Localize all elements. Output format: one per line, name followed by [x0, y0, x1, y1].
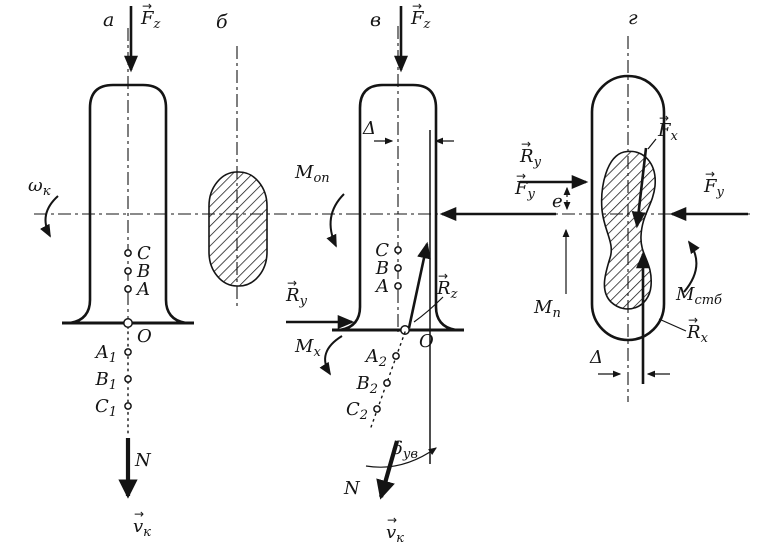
- label-point-b1: B1: [94, 369, 117, 393]
- panel-a-letter: а: [103, 9, 114, 31]
- label-delta-offset: Δ: [589, 347, 603, 368]
- label-origin-o: O: [137, 326, 152, 347]
- label-vk: vк: [386, 522, 404, 546]
- label-point-a1: A1: [94, 342, 117, 366]
- panel-g: г Fx → Ry → e Fy → Mп Mстб Rx → Δ: [519, 7, 748, 402]
- label-rz: Rz: [436, 278, 458, 302]
- wheel-front-outline: [339, 83, 457, 332]
- point-b-marker: [124, 267, 132, 275]
- point-b1-marker: [124, 375, 132, 383]
- slip-angle-arc: [365, 447, 437, 468]
- label-vk: vк: [133, 516, 151, 540]
- point-a-marker: [394, 282, 402, 290]
- label-omega: ωк: [28, 175, 51, 199]
- vector-arrow-mark: →: [521, 137, 531, 151]
- label-fz: Fz: [410, 8, 431, 32]
- label-n: N: [343, 478, 361, 499]
- label-point-c: C: [137, 243, 151, 264]
- panel-b: б: [208, 11, 268, 306]
- label-mx: Mx: [294, 336, 321, 360]
- point-o-marker: [123, 318, 133, 328]
- point-a-marker: [124, 285, 132, 293]
- fx-leader-line: [647, 138, 657, 150]
- vector-arrow-mark: →: [438, 269, 448, 283]
- deflected-centerline: [369, 331, 406, 431]
- label-point-b2: B2: [355, 373, 378, 397]
- vector-arrow-mark: →: [688, 313, 698, 327]
- label-mop: Mоп: [294, 162, 330, 186]
- label-mp: Mп: [533, 297, 561, 321]
- label-n: N: [134, 450, 152, 471]
- moment-arrow-mstb: [683, 240, 700, 293]
- label-point-c2: C2: [346, 399, 368, 423]
- label-point-a2: A2: [364, 346, 387, 370]
- vector-arrow-mark: →: [412, 0, 422, 13]
- label-eccentricity: e: [552, 191, 563, 212]
- rz-leader-line: [413, 296, 444, 323]
- label-mstb: Mстб: [675, 284, 722, 308]
- moment-arrow-mx: [319, 335, 343, 376]
- point-a2-marker: [392, 352, 400, 360]
- label-ry: Ry: [519, 146, 542, 170]
- vector-arrow-mark: →: [659, 111, 669, 125]
- vector-arrow-mark: →: [142, 0, 152, 13]
- label-fy: Fy: [703, 176, 725, 200]
- label-point-b: B: [375, 258, 389, 279]
- label-slip-angle: δув: [392, 438, 418, 462]
- vector-arrow-mark: →: [387, 513, 397, 527]
- label-point-c1: C1: [95, 396, 117, 420]
- tire-section-hatched: [208, 171, 268, 287]
- point-b-marker: [394, 264, 402, 272]
- label-fz: Fz: [140, 8, 161, 32]
- rx-leader-line: [658, 318, 687, 332]
- point-o-marker: [400, 325, 410, 335]
- point-c1-marker: [124, 402, 132, 410]
- wheel-front-outline: [69, 83, 187, 325]
- force-arrow-n: [376, 440, 400, 500]
- vector-arrow-mark: →: [516, 169, 526, 183]
- point-c2-marker: [373, 405, 381, 413]
- vector-arrow-mark: →: [705, 167, 715, 181]
- panel-b-letter: б: [216, 11, 228, 33]
- label-point-a: A: [135, 279, 150, 300]
- panel-g-letter: г: [628, 7, 638, 29]
- moment-arrow-mop: [326, 193, 345, 248]
- vector-arrow-mark: →: [287, 276, 297, 290]
- label-point-a: A: [374, 276, 389, 297]
- label-origin-o: O: [419, 331, 434, 352]
- wheel-side-outline: [590, 74, 666, 342]
- point-c-marker: [394, 246, 402, 254]
- label-rx: Rx: [686, 322, 709, 346]
- panel-a: а Fz → ωк C B A O A1 B1 C1 N vк →: [28, 0, 194, 540]
- point-a1-marker: [124, 348, 132, 356]
- label-point-c: C: [375, 240, 389, 261]
- label-delta-offset: Δ: [362, 118, 376, 139]
- contact-patch-hatched: [600, 150, 656, 310]
- label-fx: Fx: [657, 120, 679, 144]
- panel-v-letter: в: [370, 9, 381, 31]
- panel-v: в Fz → Δ Mоп Fy → Ry → Mx C B A Rz → O: [285, 0, 556, 546]
- point-c-marker: [124, 249, 132, 257]
- force-arrow-fx: [631, 147, 648, 229]
- force-arrow-rz: [407, 241, 431, 329]
- vector-arrow-mark: →: [134, 507, 144, 521]
- label-point-b: B: [136, 261, 150, 282]
- label-ry: Ry: [285, 285, 308, 309]
- point-b2-marker: [383, 379, 391, 387]
- moment-arrow-omega: [40, 195, 59, 238]
